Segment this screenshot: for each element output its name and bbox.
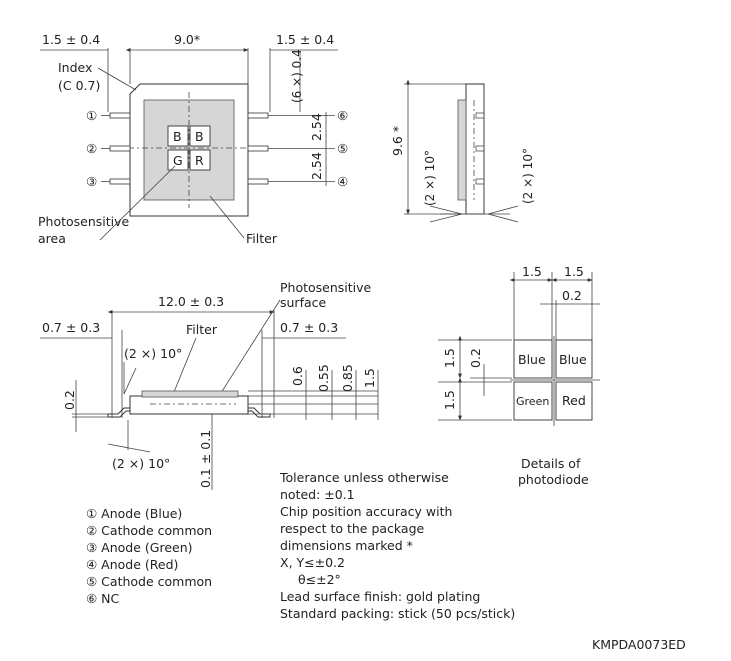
cs-lead-left xyxy=(107,407,130,418)
cell-b1 xyxy=(167,125,189,147)
filter-label-top: Filter xyxy=(246,231,278,246)
index-label: Index xyxy=(58,60,92,75)
pitch-upper-dim: 2.54 xyxy=(309,113,324,141)
cs-dim-left: 0.7 ± 0.3 xyxy=(42,320,100,335)
pin-5-label: ⑤ xyxy=(337,141,348,156)
cell-label-r: R xyxy=(195,153,204,168)
pd-label-red: Red xyxy=(562,393,586,408)
cs-dim-total: 12.0 ± 0.3 xyxy=(158,294,224,309)
cs-dim-01: 0.1 ± 0.1 xyxy=(198,430,213,488)
pin-2-label: ② xyxy=(86,141,97,156)
photosensitive-area-label-1: Photosensitive xyxy=(38,214,130,229)
document-code: KMPDA0073ED xyxy=(592,637,686,652)
top-view: 1.5 ± 0.4 9.0* 1.5 ± 0.4 B B G R xyxy=(38,32,348,246)
note-line: noted: ±0.1 xyxy=(280,487,355,502)
pin-1-label: ① xyxy=(86,108,97,123)
cs-dim-085: 0.85 xyxy=(340,364,355,392)
pin-list-item: ② Cathode common xyxy=(86,523,212,538)
cs-dim-right: 0.7 ± 0.3 xyxy=(280,320,338,335)
cell-b2 xyxy=(189,125,211,147)
note-line: X, Y≤±0.2 xyxy=(280,555,345,570)
cell-label-b2: B xyxy=(195,129,204,144)
cell-label-b1: B xyxy=(173,129,182,144)
note-line: Standard packing: stick (50 pcs/stick) xyxy=(280,606,515,621)
angle-left: (2 ×) 10° xyxy=(423,150,437,206)
cross-section-view: 12.0 ± 0.3 0.7 ± 0.3 0.7 ± 0.3 Filter Ph… xyxy=(40,280,379,490)
pd-dim-gap: 0.2 xyxy=(562,288,582,303)
side-view: 9.6 * (2 ×) 10° (2 ×) 10° xyxy=(390,79,535,223)
package-outline xyxy=(129,83,249,217)
pin-list: ① Anode (Blue) ② Cathode common ③ Anode … xyxy=(86,506,212,606)
cs-angle-top: (2 ×) 10° xyxy=(124,346,182,361)
top-dim-left: 1.5 ± 0.4 xyxy=(42,32,100,47)
side-filter xyxy=(457,99,467,201)
top-dim-right: 1.5 ± 0.4 xyxy=(276,32,334,47)
pin-list-item: ④ Anode (Red) xyxy=(86,557,178,572)
cs-photo-surface-2: surface xyxy=(280,295,327,310)
height-dim: 9.6 * xyxy=(390,126,405,156)
photodiode-detail: 1.5 1.5 0.2 1.5 1.5 0.2 Blue Blue Green … xyxy=(438,264,600,487)
cell-g xyxy=(167,149,189,171)
pitch-lower-dim: 2.54 xyxy=(309,152,324,180)
cell-r xyxy=(189,149,211,171)
pin-3-label: ③ xyxy=(86,174,97,189)
cs-angle-bottom: (2 ×) 10° xyxy=(112,456,170,471)
note-line: respect to the package xyxy=(280,521,425,536)
cs-dim-06: 0.6 xyxy=(290,366,305,386)
pd-caption-2: photodiode xyxy=(518,472,589,487)
pd-label-blue-1: Blue xyxy=(518,352,546,367)
pd-cell-red xyxy=(555,381,593,421)
cs-dim-055: 0.55 xyxy=(316,364,331,392)
cs-filter-label: Filter xyxy=(186,322,218,337)
cs-package-body xyxy=(129,395,249,415)
pd-dim-w2: 1.5 xyxy=(564,264,584,279)
angle-right: (2 ×) 10° xyxy=(521,148,535,204)
cs-filter xyxy=(141,390,239,398)
pd-cell-blue-1 xyxy=(513,339,553,379)
cs-photo-surface-1: Photosensitive xyxy=(280,280,372,295)
lead-width-dim: (6 ×) 0.4 xyxy=(290,49,304,103)
pd-dim-h1: 1.5 xyxy=(442,348,457,368)
pd-dim-gap-v: 0.2 xyxy=(468,348,483,368)
cs-lead-right xyxy=(248,407,271,418)
photosensitive-area-label-2: area xyxy=(38,231,66,246)
note-line: Tolerance unless otherwise xyxy=(279,470,449,485)
cs-dim-15: 1.5 xyxy=(362,368,377,388)
pin-6-label: ⑥ xyxy=(337,108,348,123)
note-line: dimensions marked * xyxy=(280,538,413,553)
pin-list-item: ① Anode (Blue) xyxy=(86,506,182,521)
note-line: Chip position accuracy with xyxy=(280,504,452,519)
pin-list-item: ⑤ Cathode common xyxy=(86,574,212,589)
cs-dim-02: 0.2 xyxy=(62,390,77,410)
cell-label-g: G xyxy=(173,153,183,168)
pin-list-item: ③ Anode (Green) xyxy=(86,540,193,555)
top-dim-center: 9.0* xyxy=(174,32,200,47)
index-sub-label: (C 0.7) xyxy=(58,78,100,93)
pd-caption-1: Details of xyxy=(521,456,581,471)
pd-cell-blue-2 xyxy=(555,339,593,379)
note-line: Lead surface finish: gold plating xyxy=(280,589,480,604)
pin-list-item: ⑥ NC xyxy=(86,591,120,606)
pd-label-blue-2: Blue xyxy=(559,352,587,367)
pd-cell-green xyxy=(513,381,553,421)
pd-dim-h2: 1.5 xyxy=(442,390,457,410)
notes: Tolerance unless otherwise noted: ±0.1 C… xyxy=(279,470,515,621)
leads-right xyxy=(247,112,335,185)
pin-4-label: ④ xyxy=(337,174,348,189)
leads-left xyxy=(101,112,131,185)
pd-label-green: Green xyxy=(516,395,549,408)
pd-dim-w1: 1.5 xyxy=(522,264,542,279)
note-line: θ≤±2° xyxy=(298,572,341,587)
